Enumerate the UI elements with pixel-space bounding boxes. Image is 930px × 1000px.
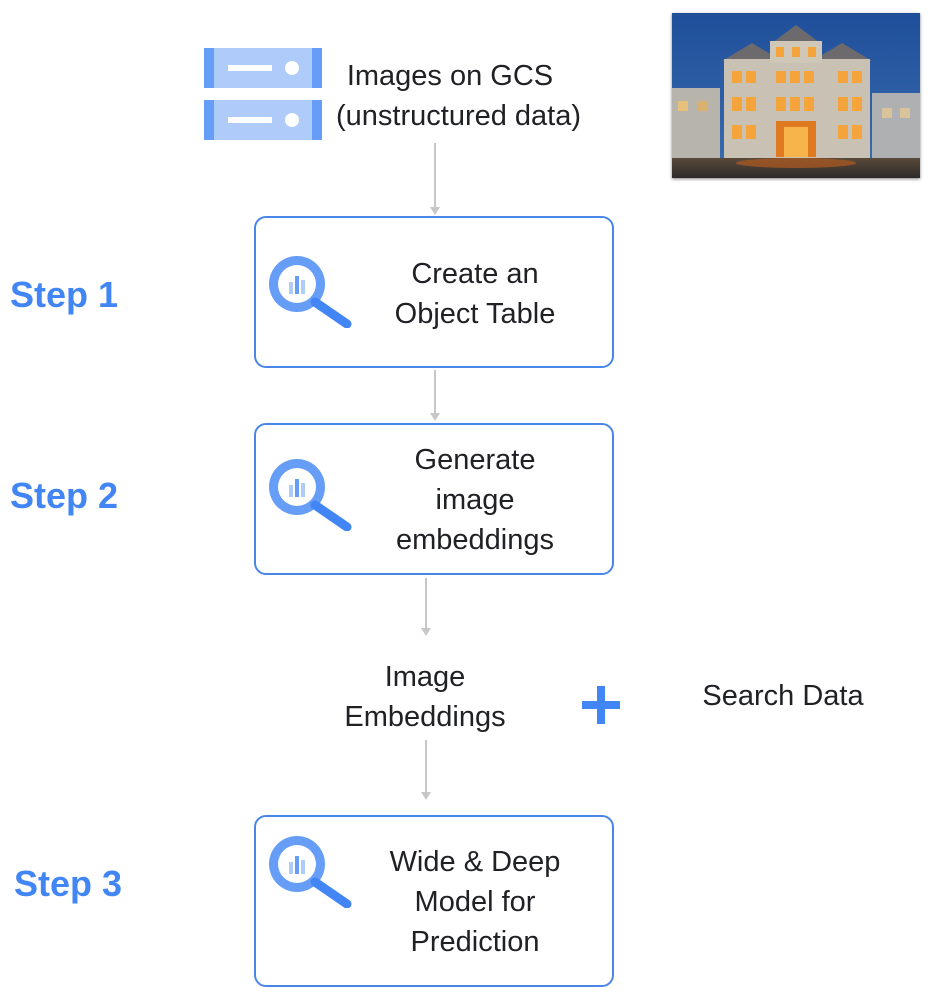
step2-text-line2: image (435, 484, 515, 516)
bigquery-icon (269, 459, 352, 531)
bigquery-icon (269, 836, 352, 908)
source-label-line2: (unstructured data) (336, 100, 582, 132)
image-embeddings-label: Image Embeddings (310, 657, 540, 737)
step1-label: Step 1 (10, 274, 119, 315)
step2-text-line3: embeddings (396, 524, 554, 556)
arrowhead-step2 (430, 413, 440, 421)
connector-step2-embeddings (425, 578, 427, 630)
step2-text: Generate image embeddings (350, 440, 600, 560)
step1-text-line2: Object Table (394, 298, 556, 330)
step1-text: Create an Object Table (350, 254, 600, 334)
step2-label: Step 2 (10, 475, 119, 516)
house-photo (672, 13, 920, 178)
step3-text-line1: Wide & Deep (389, 846, 561, 878)
step3-text: Wide & Deep Model for Prediction (350, 842, 600, 962)
bigquery-icon (269, 256, 352, 328)
step1-text-line1: Create an (411, 258, 539, 290)
arrowhead-step3 (421, 792, 431, 800)
arrowhead-embeddings (421, 628, 431, 636)
image-embeddings-line2: Embeddings (344, 701, 506, 733)
connector-step1-step2 (434, 370, 436, 415)
cloud-storage-icon (204, 48, 322, 140)
step3-text-line3: Prediction (410, 926, 540, 958)
step3-text-line2: Model for (414, 886, 536, 918)
source-label: Images on GCS (unstructured data) (336, 56, 581, 136)
image-embeddings-line1: Image (384, 661, 466, 693)
step2-text-line1: Generate (414, 444, 536, 476)
step3-label: Step 3 (14, 863, 123, 904)
connector-source-step1 (434, 143, 436, 209)
plus-icon (582, 686, 620, 724)
source-label-line1: Images on GCS (346, 60, 554, 92)
search-data-label: Search Data (702, 680, 864, 712)
arrowhead-step1 (430, 207, 440, 215)
connector-embeddings-step3 (425, 740, 427, 794)
